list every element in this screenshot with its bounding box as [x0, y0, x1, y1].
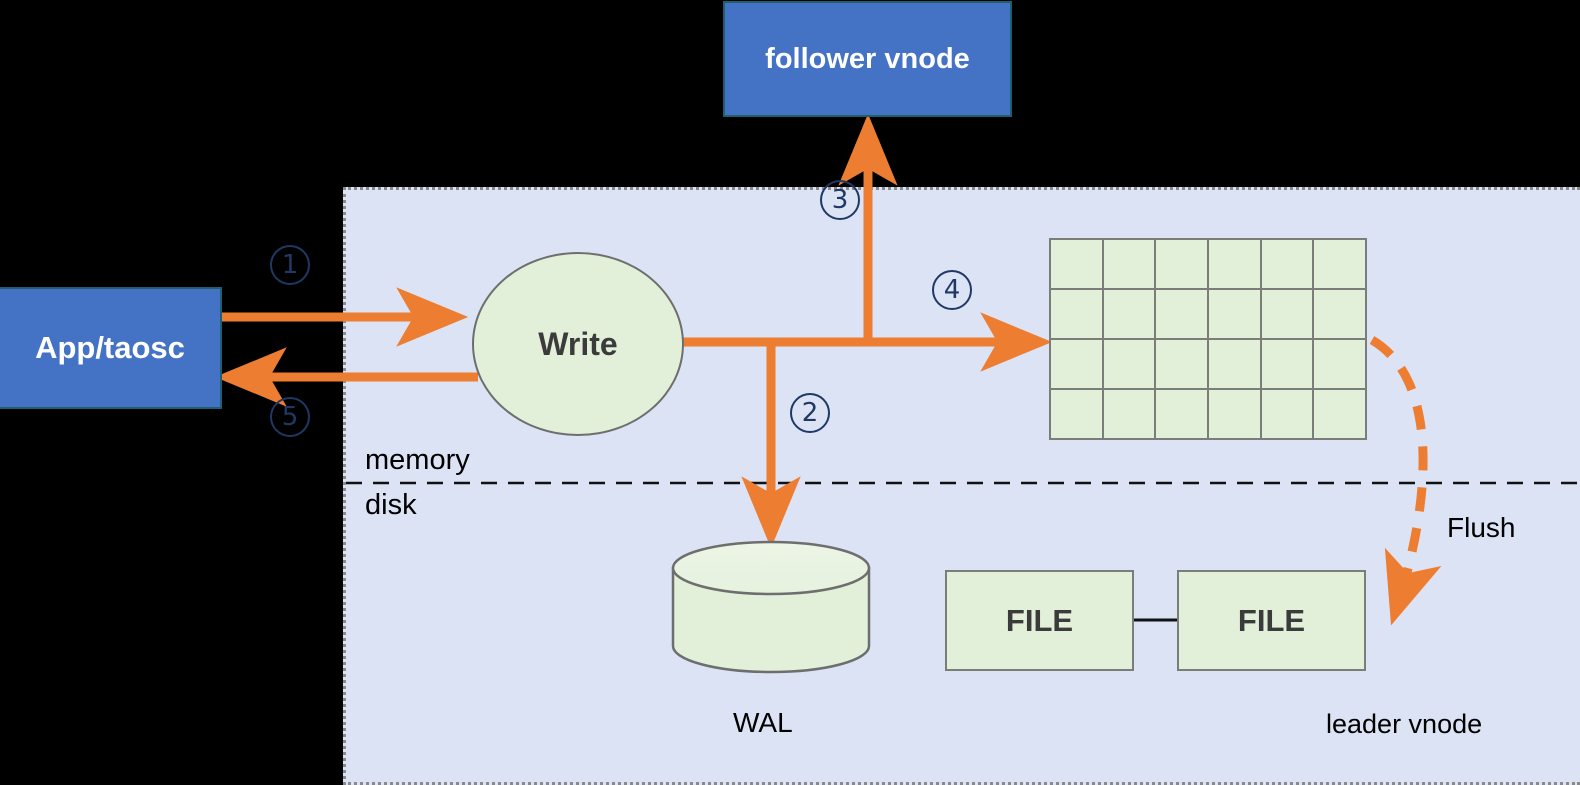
memtable-cell — [1103, 290, 1155, 338]
memtable-cell — [1314, 340, 1365, 388]
label-leader-vnode: leader vnode — [1326, 709, 1483, 739]
step-marker-2: 2 — [790, 393, 830, 433]
memtable-cell — [1051, 340, 1102, 388]
memtable-cell — [1156, 340, 1207, 388]
memtable-cell — [1209, 240, 1260, 288]
label-memory: memory — [365, 444, 470, 476]
node-app-taosc[interactable]: App/taosc — [0, 287, 222, 409]
memtable-cell — [1103, 390, 1155, 438]
memtable-cell — [1314, 240, 1365, 288]
label-wal: WAL — [733, 707, 793, 738]
step-marker-1: 1 — [270, 245, 310, 285]
memtable-cell — [1103, 340, 1155, 388]
memtable-cell — [1051, 290, 1102, 338]
wal-cylinder-shape — [671, 540, 871, 674]
step-marker-3: 3 — [820, 180, 860, 220]
memtable-cell — [1314, 290, 1365, 338]
memtable-cell — [1156, 390, 1207, 438]
memtable-cell — [1051, 240, 1102, 288]
memtable-cell — [1209, 340, 1260, 388]
memtable-cell — [1156, 240, 1207, 288]
node-file-2[interactable]: FILE — [1177, 570, 1366, 671]
memtable-grid[interactable] — [1049, 238, 1367, 440]
step-marker-5: 5 — [270, 397, 310, 437]
memtable-cell — [1261, 340, 1313, 388]
memtable-cell — [1261, 240, 1313, 288]
label-flush: Flush — [1447, 512, 1516, 543]
memtable-cell — [1156, 290, 1207, 338]
memtable-cell — [1209, 290, 1260, 338]
memtable-cell — [1051, 390, 1102, 438]
label-disk: disk — [365, 489, 417, 521]
node-write[interactable]: Write — [472, 252, 684, 436]
node-follower-vnode[interactable]: follower vnode — [723, 1, 1012, 117]
memtable-cell — [1314, 390, 1365, 438]
memtable-cell — [1261, 390, 1313, 438]
memtable-cell — [1209, 390, 1260, 438]
memtable-cell — [1103, 240, 1155, 288]
arrow-flush — [1369, 336, 1442, 626]
memtable-cell — [1261, 290, 1313, 338]
node-file-1[interactable]: FILE — [945, 570, 1134, 671]
step-marker-4: 4 — [932, 270, 972, 310]
